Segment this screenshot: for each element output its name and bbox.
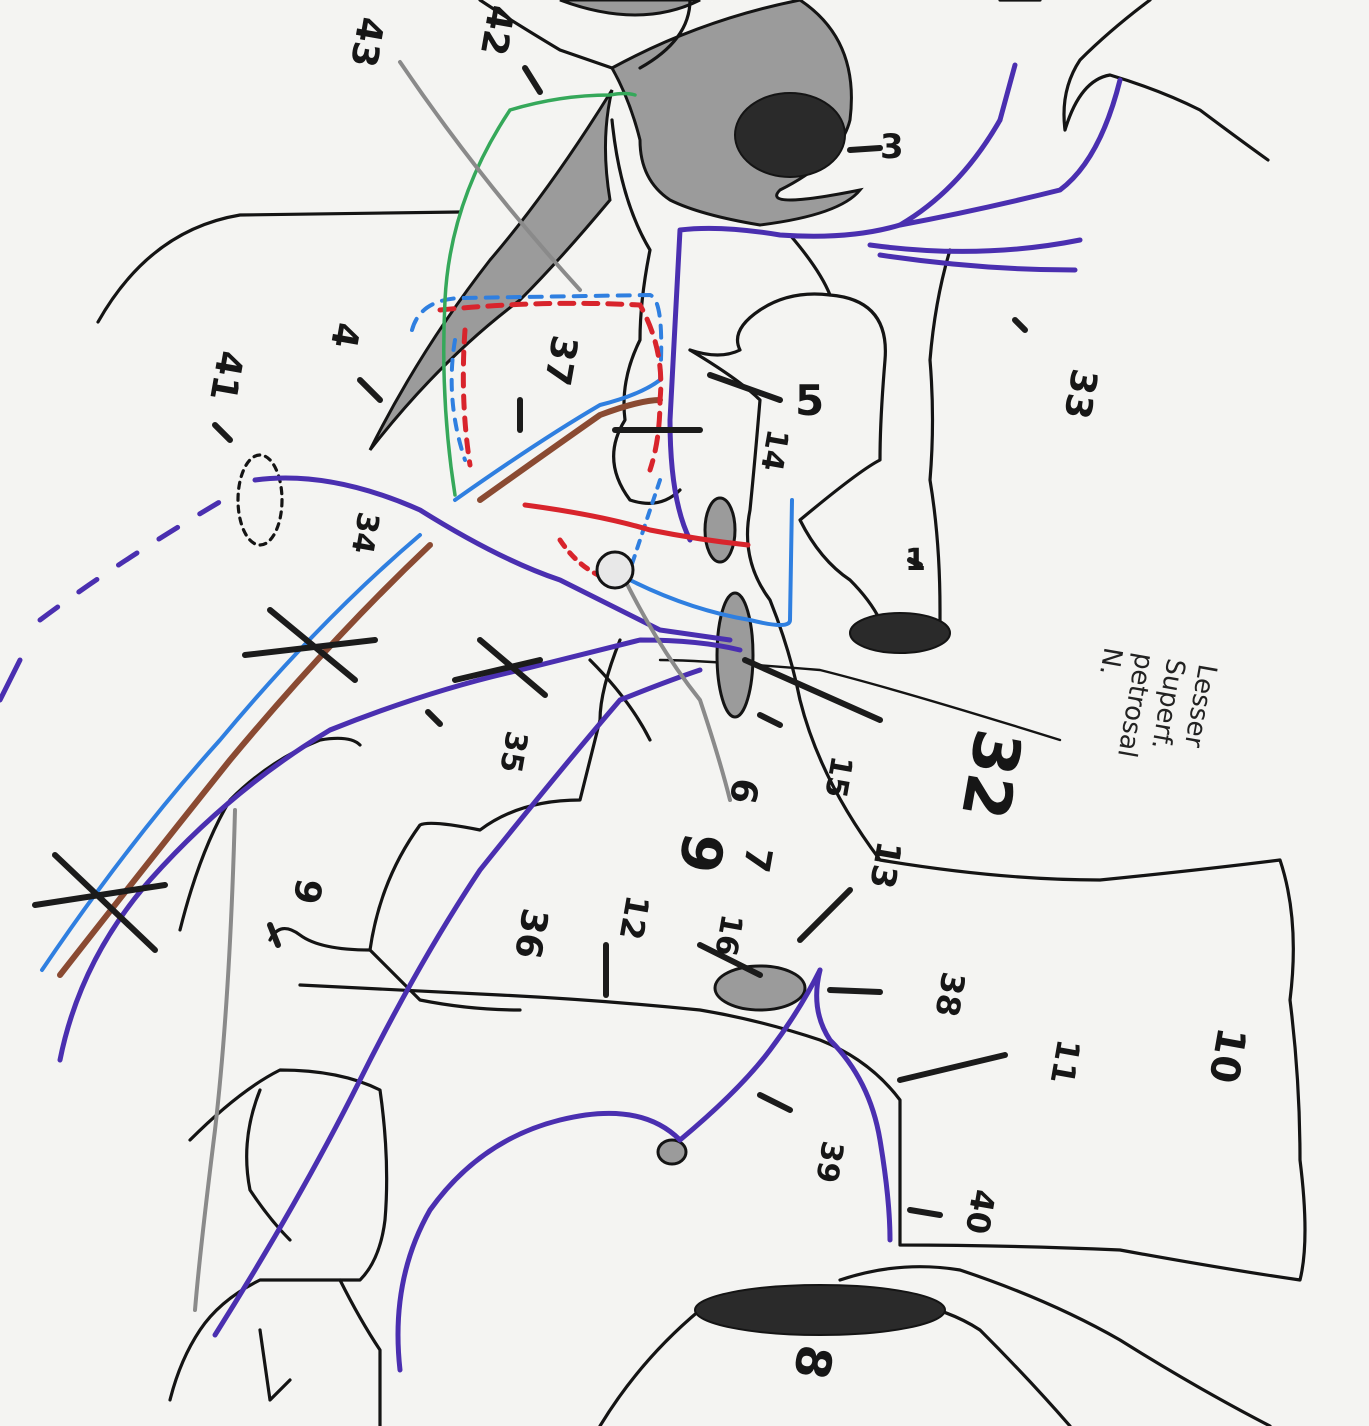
label-40: 40 xyxy=(958,1187,1003,1237)
dark-oval-1 xyxy=(850,613,950,653)
label-9: 9 xyxy=(284,875,329,907)
label-9-center: 9 xyxy=(665,828,736,878)
label-38: 38 xyxy=(927,969,972,1019)
ganglion-15 xyxy=(717,593,753,717)
dark-oval-8 xyxy=(695,1285,945,1335)
label-41: 41 xyxy=(201,348,250,404)
purple-nerves xyxy=(0,65,1120,1370)
label-11: 11 xyxy=(1043,1037,1088,1087)
label-43: 43 xyxy=(342,14,391,70)
ganglion-14 xyxy=(705,498,735,562)
label-15: 15 xyxy=(817,753,859,800)
label-39: 39 xyxy=(808,1138,850,1185)
label-6: 6 xyxy=(721,775,766,807)
ganglion-39 xyxy=(658,1140,686,1164)
label-10: 10 xyxy=(1199,1024,1254,1087)
label-1: 1 xyxy=(905,543,926,578)
dashed-oval-41 xyxy=(238,455,282,545)
label-37: 37 xyxy=(536,332,585,388)
label-33: 33 xyxy=(1055,366,1104,422)
label-16: 16 xyxy=(707,911,749,958)
label-32: 32 xyxy=(946,724,1034,825)
annotation-lesser-superficial-petrosal: Lesser Superf. petrosal N. xyxy=(1080,645,1222,771)
label-42: 42 xyxy=(472,2,521,58)
dark-oval-3 xyxy=(735,93,845,177)
label-5: 5 xyxy=(795,376,824,425)
label-7: 7 xyxy=(734,844,779,876)
label-4: 4 xyxy=(322,319,367,351)
label-8: 8 xyxy=(782,1341,843,1384)
label-12: 12 xyxy=(612,892,657,942)
label-34: 34 xyxy=(344,509,386,556)
red-vessels xyxy=(440,303,748,580)
label-3: 3 xyxy=(880,127,904,167)
label-35: 35 xyxy=(492,728,534,775)
svg-text:N.: N. xyxy=(1093,645,1127,678)
label-36: 36 xyxy=(506,905,555,961)
label-14: 14 xyxy=(753,427,795,474)
label-13: 13 xyxy=(861,838,909,892)
